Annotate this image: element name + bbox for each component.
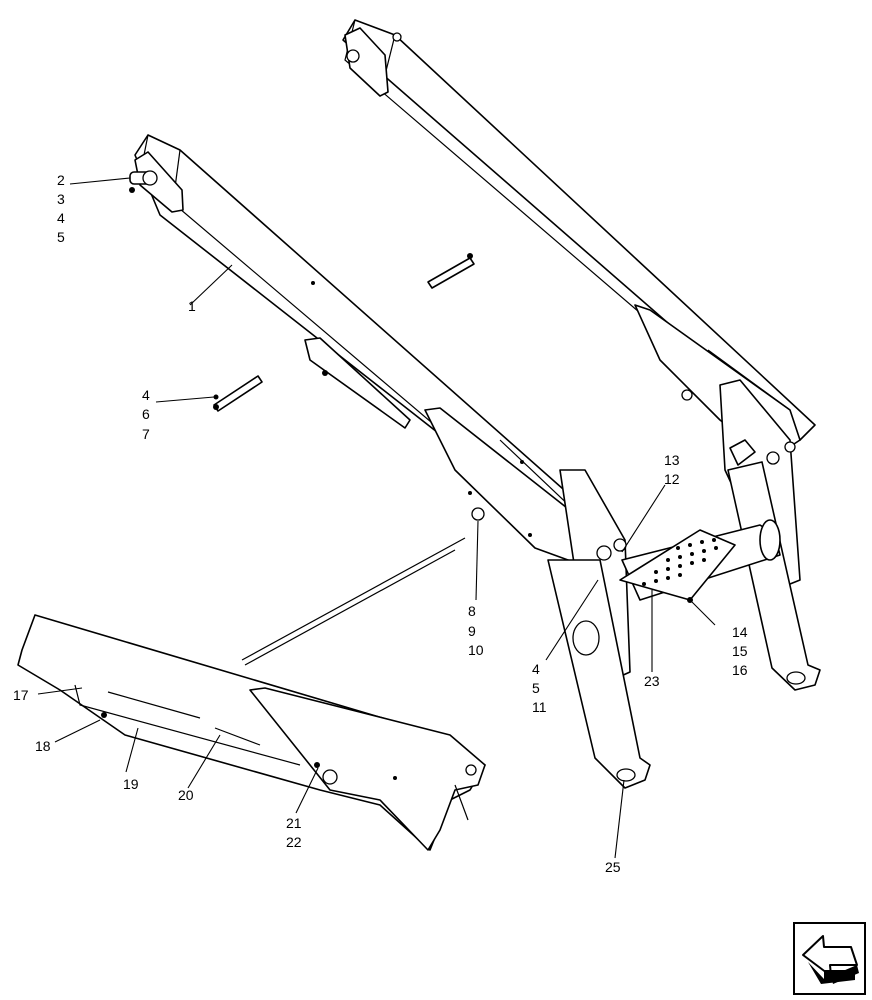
callout-25: 25 <box>605 859 621 875</box>
callout-11: 11 <box>532 699 547 715</box>
callout-3: 3 <box>57 191 65 207</box>
previous-page-button[interactable] <box>793 922 866 995</box>
callout-22: 22 <box>286 834 302 850</box>
callout-18: 18 <box>35 738 51 754</box>
callout-9: 9 <box>468 623 476 639</box>
callout-23: 23 <box>644 673 660 689</box>
callout-4: 4 <box>142 387 150 403</box>
callout-5: 5 <box>532 680 540 696</box>
callout-labels: 2 3 4 5 1 4 6 7 13 12 8 9 10 14 15 16 23… <box>13 172 748 875</box>
leader-lines <box>37 177 716 859</box>
callout-8: 8 <box>468 603 476 619</box>
callout-14: 14 <box>732 624 748 640</box>
callout-4: 4 <box>532 661 540 677</box>
callout-13: 13 <box>664 452 680 468</box>
callout-5: 5 <box>57 229 65 245</box>
callout-12: 12 <box>664 471 680 487</box>
callout-6: 6 <box>142 406 150 422</box>
right-loader-arm <box>342 19 821 691</box>
callout-15: 15 <box>732 643 748 659</box>
callout-21: 21 <box>286 815 302 831</box>
callout-17: 17 <box>13 687 29 703</box>
callout-1: 1 <box>188 298 196 314</box>
loose-pins <box>213 253 475 412</box>
cross-tube-and-step <box>619 519 781 603</box>
callout-2: 2 <box>57 172 65 188</box>
callout-10: 10 <box>468 642 484 658</box>
callout-19: 19 <box>123 776 139 792</box>
detail-view <box>17 537 486 851</box>
callout-4: 4 <box>57 210 65 226</box>
callout-7: 7 <box>142 426 150 442</box>
callout-20: 20 <box>178 787 194 803</box>
callout-16: 16 <box>732 662 748 678</box>
previous-page-arrow-icon <box>793 922 866 995</box>
